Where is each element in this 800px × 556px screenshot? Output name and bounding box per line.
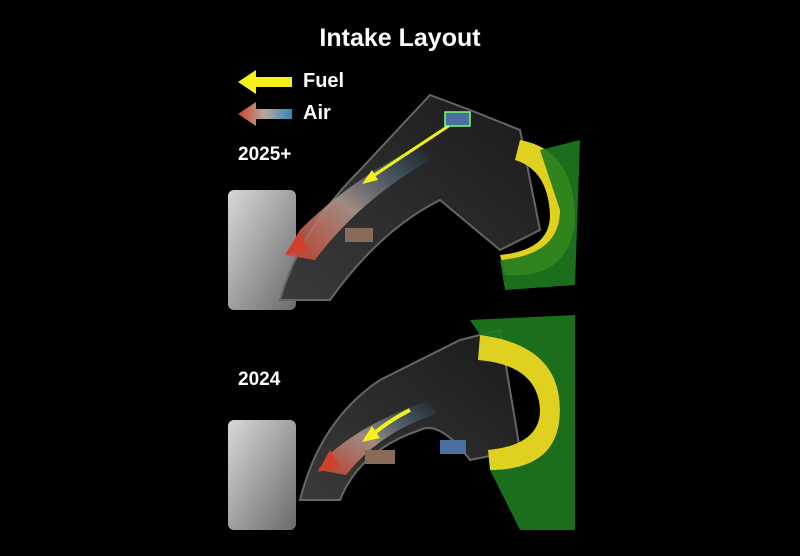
legend-fuel-label: Fuel (303, 70, 345, 92)
cylinder-head (228, 190, 296, 310)
panel-label-2024: 2024 (238, 369, 281, 390)
airbox-green (500, 140, 580, 290)
intake-duct (278, 93, 542, 301)
air-filter (478, 335, 560, 470)
air-legend-arrow (238, 102, 292, 126)
legend-air-label: Air (303, 102, 331, 124)
diagram-title: Intake Layout (319, 24, 481, 52)
air-flow-arrow (285, 145, 430, 260)
fuel-injector-lower (365, 450, 395, 464)
fuel-injector-upper (444, 111, 471, 127)
intake-2025-assembly (228, 93, 580, 310)
fuel-spray (369, 123, 451, 180)
airbox-green (470, 315, 575, 530)
panel-label-2025: 2025+ (238, 144, 292, 165)
fuel-injector (440, 440, 466, 454)
intake-2024-assembly (228, 315, 575, 530)
fuel-injector-lower (345, 228, 373, 242)
fuel-legend-arrow (238, 70, 292, 94)
cylinder-head (228, 420, 296, 530)
